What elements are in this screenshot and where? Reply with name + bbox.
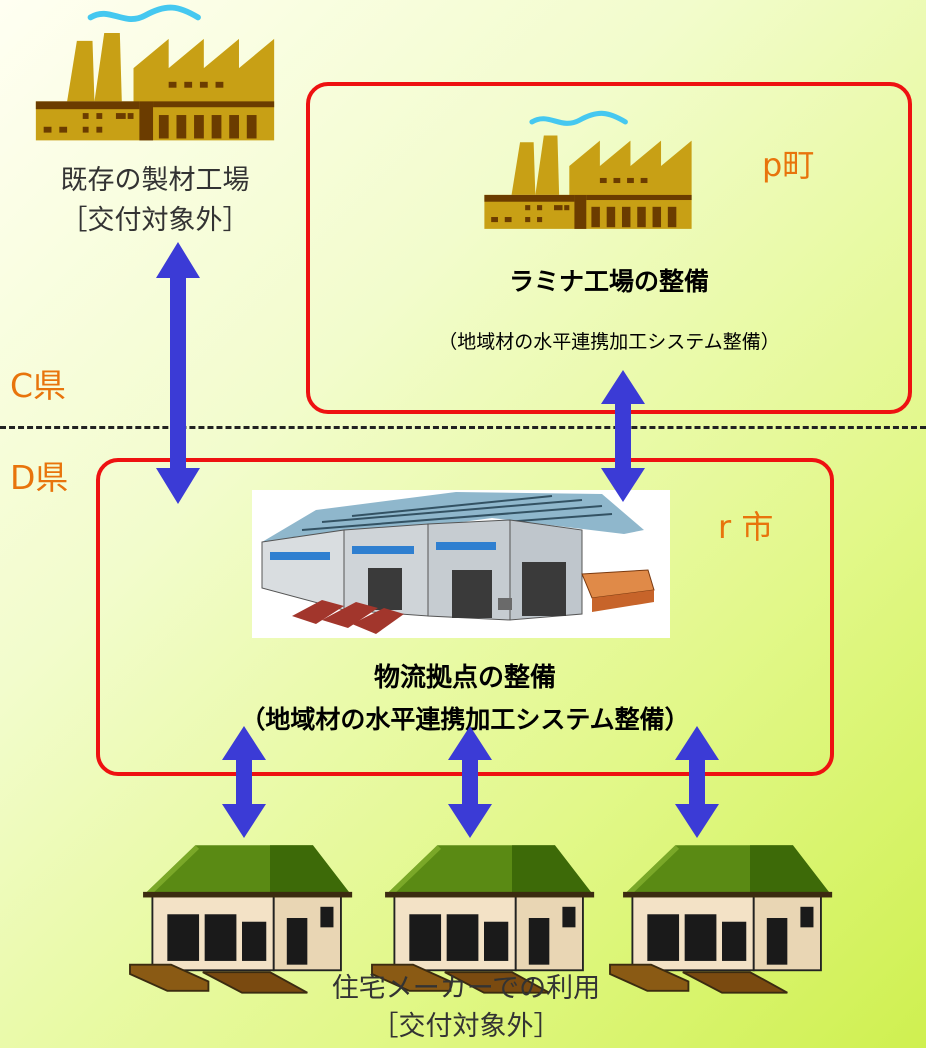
arrow-hub-to-house-2 bbox=[448, 726, 492, 838]
p-town-facility-label: ラミナ工場の整備 bbox=[508, 267, 709, 296]
r-city-name: r 市 bbox=[718, 508, 774, 546]
housing-usage-label: 住宅メーカーでの利用 bbox=[331, 973, 601, 1004]
existing-factory-icon bbox=[30, 2, 280, 148]
arrow-hub-to-house-3 bbox=[675, 726, 719, 838]
arrow-hub-to-house-1 bbox=[222, 726, 266, 838]
prefecture-d-label: D県 bbox=[10, 458, 69, 497]
p-town-detail-label: （地域材の水平連携加工システム整備） bbox=[438, 331, 780, 353]
warehouse-icon bbox=[261, 492, 655, 634]
p-town-region-box bbox=[306, 82, 912, 414]
existing-mill-note: ［交付対象外］ bbox=[60, 205, 250, 236]
r-city-facility-label: 物流拠点の整備 bbox=[373, 663, 556, 693]
prefecture-c-label: C県 bbox=[10, 366, 67, 405]
r-city-detail-label: （地域材の水平連携加工システム整備） bbox=[240, 705, 690, 734]
prefecture-boundary-line bbox=[0, 426, 926, 429]
arrow-p-town-to-hub bbox=[601, 370, 645, 502]
logistics-hub-image bbox=[252, 490, 670, 638]
arrow-existing-mill-to-hub bbox=[156, 242, 200, 504]
p-town-name: p町 bbox=[762, 146, 815, 184]
lamina-factory-icon bbox=[474, 110, 702, 234]
housing-usage-note: ［交付対象外］ bbox=[371, 1011, 561, 1042]
existing-mill-label: 既存の製材工場 bbox=[60, 165, 250, 196]
